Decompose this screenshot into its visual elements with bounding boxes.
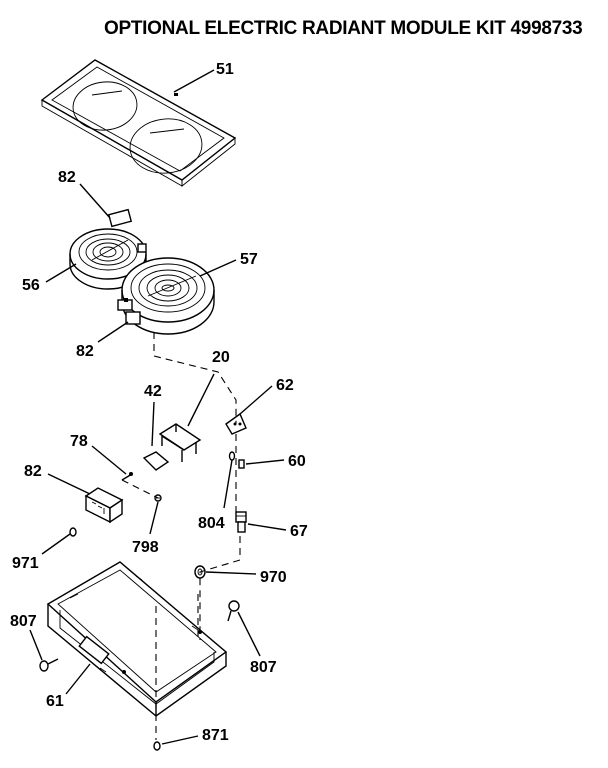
bracket-part-20 [158, 423, 202, 462]
screw-part-871 [153, 741, 161, 751]
callout-82-element-mid: 82 [76, 343, 94, 360]
callout-62: 62 [276, 377, 294, 394]
leader-lines [29, 69, 287, 745]
callout-82-switch: 82 [24, 463, 42, 480]
radiant-element-part-56 [69, 208, 147, 290]
callout-78: 78 [70, 433, 88, 450]
screw-part-807-right [227, 600, 240, 622]
callout-82-element-top: 82 [58, 169, 76, 186]
callout-804: 804 [198, 515, 225, 532]
screw-part-971 [69, 527, 77, 537]
callout-971: 971 [12, 555, 39, 572]
screw-part-807-left [39, 658, 59, 672]
standoff-part-67 [235, 511, 247, 533]
plate-part-42 [142, 451, 170, 471]
callout-871: 871 [202, 727, 229, 744]
screw-part-798 [154, 494, 162, 502]
callout-61: 61 [46, 693, 64, 710]
callout-798: 798 [132, 539, 159, 556]
screw-part-804 [228, 451, 236, 461]
callout-970: 970 [260, 569, 287, 586]
callout-807-left: 807 [10, 613, 37, 630]
radiant-element-part-57 [117, 257, 215, 335]
callout-60: 60 [288, 453, 306, 470]
pan-part-61 [46, 561, 228, 717]
clip-part-78 [121, 472, 133, 481]
callout-67: 67 [290, 523, 308, 540]
callout-51: 51 [216, 61, 234, 78]
switch-part-82 [84, 487, 124, 524]
assembly-dashed-lines [121, 332, 241, 740]
callout-807-right: 807 [250, 659, 277, 676]
diagram-title: OPTIONAL ELECTRIC RADIANT MODULE KIT 499… [104, 18, 582, 39]
spacer-part-60 [238, 459, 245, 469]
glass-cooktop-part-51 [40, 59, 237, 187]
callout-56: 56 [22, 277, 40, 294]
callout-42: 42 [144, 383, 162, 400]
callout-20: 20 [212, 349, 230, 366]
callout-57: 57 [240, 251, 258, 268]
